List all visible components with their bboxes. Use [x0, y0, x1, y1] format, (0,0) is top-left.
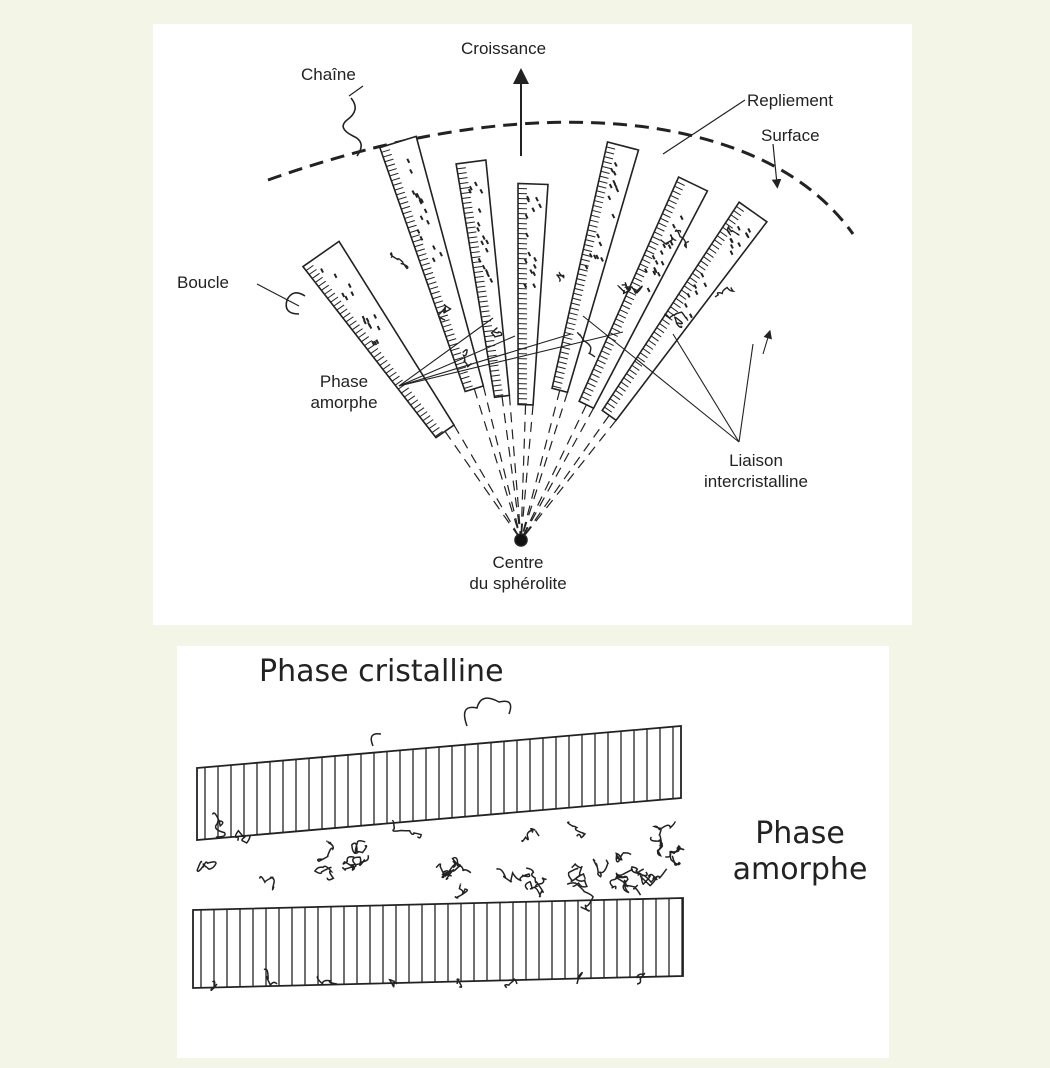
chain-above	[465, 698, 511, 726]
spherulite-diagram	[153, 24, 912, 625]
amorphous-chain	[715, 287, 733, 297]
radial-arrow	[763, 334, 769, 354]
link-leader	[739, 344, 753, 442]
lower-lamella	[193, 898, 683, 988]
spherulite-center-label-line1: Centre	[443, 552, 593, 573]
surface-leader	[773, 144, 777, 184]
intercrystalline-link-label-line2: intercristalline	[685, 471, 827, 492]
amorphous-chain	[557, 272, 564, 281]
radial-dash	[521, 405, 526, 540]
amorphous-chain	[318, 841, 334, 861]
amorphous-chain	[616, 853, 631, 862]
radial-dash	[483, 386, 521, 540]
amorphous-chain	[573, 874, 587, 887]
amorphous-chain	[496, 869, 529, 882]
lamella-outline	[518, 183, 548, 404]
radial-dash	[521, 420, 616, 540]
amorphous-phase-label-line1: Phase	[299, 371, 389, 392]
lamella	[518, 183, 548, 540]
chain-leader	[349, 86, 363, 96]
amorphous-phase-label-bottom: Phase amorphe	[725, 816, 875, 888]
amorphous-phase-label-bottom-line2: amorphe	[725, 852, 875, 888]
loop-leader	[257, 284, 299, 306]
amorphous-chain	[632, 867, 648, 876]
intercrystalline-link-label: Liaison intercristalline	[685, 450, 827, 492]
growth-label: Croissance	[461, 38, 546, 59]
radial-dash	[521, 390, 560, 540]
upper-lamella	[197, 726, 681, 840]
amorphous-chain	[197, 861, 216, 871]
loop-label: Boucle	[177, 272, 229, 293]
amorphous-phase-label-bottom-line1: Phase	[725, 816, 875, 852]
amorphous-chain	[568, 822, 585, 837]
lamella-outline	[552, 142, 638, 392]
radial-dash	[474, 389, 521, 540]
fold-leader	[663, 100, 745, 154]
chain-label: Chaîne	[301, 64, 356, 85]
crystalline-phase-label: Phase cristalline	[259, 654, 504, 690]
radial-dash	[521, 392, 568, 540]
amorphous-chain	[568, 864, 582, 881]
amorphous-chain	[315, 866, 334, 880]
link-leader	[673, 334, 739, 442]
spherulite-center-dot	[515, 534, 527, 546]
radial-dash	[521, 408, 594, 540]
amorphous-phase-label: Phase amorphe	[299, 371, 389, 413]
spherulite-center-label-line2: du sphérolite	[443, 573, 593, 594]
intercrystalline-link-label-line1: Liaison	[685, 450, 827, 471]
amorphous-chain	[665, 847, 683, 858]
amorphous-chain	[446, 858, 460, 880]
fold-label: Repliement	[747, 90, 833, 111]
amorphous-chain	[260, 877, 275, 890]
amorphous-chain	[522, 829, 539, 842]
amorphous-chain	[455, 884, 468, 898]
radial-dash	[521, 415, 609, 540]
chain-above	[371, 734, 381, 746]
amorphous-chain	[391, 253, 408, 269]
amorphous-chain	[352, 841, 367, 854]
lamellae-diagram-panel: Phase cristalline Phase amorphe	[177, 646, 889, 1058]
radial-dash	[454, 425, 521, 540]
amorphous-phase-label-line2: amorphe	[299, 392, 389, 413]
spherulite-diagram-panel: Croissance Chaîne Repliement Surface Bou…	[153, 24, 912, 625]
protruding-chain	[343, 98, 361, 156]
amorphous-chain	[670, 845, 680, 865]
surface-label: Surface	[761, 125, 820, 146]
chain-loop	[286, 293, 305, 314]
spherulite-center-label: Centre du sphérolite	[443, 552, 593, 594]
amorphous-chain	[593, 859, 608, 876]
radial-dash	[445, 431, 521, 540]
